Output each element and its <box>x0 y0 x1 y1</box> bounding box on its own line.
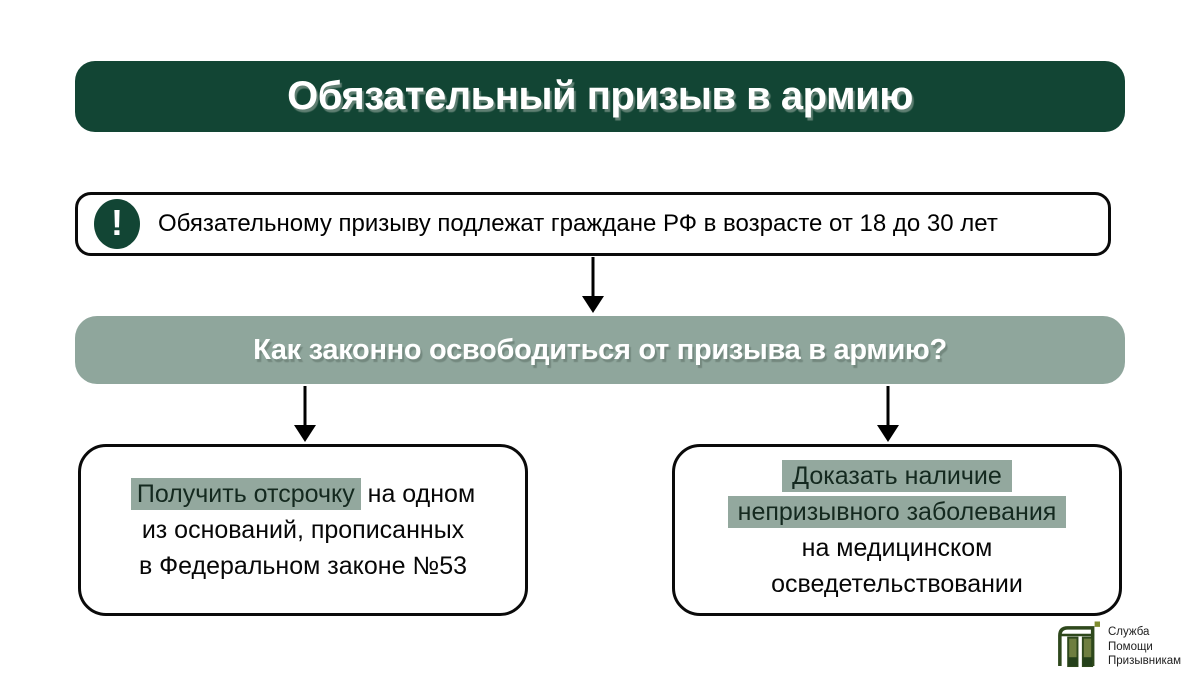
logo: Служба Помощи Призывникам <box>1053 621 1181 669</box>
logo-text: Служба Помощи Призывникам <box>1108 625 1181 669</box>
logo-text-line: Призывникам <box>1108 655 1182 667</box>
question-banner: Как законно освободиться от призыва в ар… <box>75 316 1125 384</box>
info-box: ! Обязательному призыву подлежат граждан… <box>75 192 1111 256</box>
highlighted-text: непризывного заболевания <box>727 496 1067 528</box>
option-text-fragment: на одном <box>360 480 476 508</box>
exclamation-icon: ! <box>94 199 140 249</box>
exclamation-glyph: ! <box>111 202 123 243</box>
option-deferment-text: Получить отсрочку на одном из оснований,… <box>130 476 476 584</box>
logo-icon <box>1058 621 1100 668</box>
info-text: Обязательному призыву подлежат граждане … <box>158 210 998 237</box>
option-text-fragment: в Федеральном законе №53 <box>138 552 468 580</box>
arrow-shaft <box>303 386 307 426</box>
page-title: Обязательный призыв в армию <box>287 74 913 118</box>
arrow-down-icon <box>294 386 316 442</box>
arrow-head <box>582 296 604 313</box>
option-text-fragment: осведетельствовании <box>771 570 1023 598</box>
arrow-shaft <box>886 386 890 426</box>
arrow-head <box>877 425 899 442</box>
arrow-head <box>294 425 316 442</box>
option-text-fragment: из оснований, прописанных <box>141 516 465 544</box>
title-banner: Обязательный призыв в армию <box>75 61 1125 132</box>
arrow-down-icon <box>582 257 604 313</box>
option-box-medical: Доказать наличие непризывного заболевани… <box>672 444 1122 616</box>
arrow-shaft <box>591 257 595 297</box>
option-box-deferment: Получить отсрочку на одном из оснований,… <box>78 444 528 616</box>
option-text-fragment: на медицинском <box>801 534 993 562</box>
highlighted-text: Доказать наличие <box>782 460 1012 492</box>
question-text: Как законно освободиться от призыва в ар… <box>253 333 947 366</box>
logo-text-line: Служба <box>1108 626 1150 638</box>
arrow-down-icon <box>877 386 899 442</box>
highlighted-text: Получить отсрочку <box>130 478 361 510</box>
option-medical-text: Доказать наличие непризывного заболевани… <box>727 458 1067 602</box>
logo-text-line: Помощи <box>1108 640 1153 653</box>
